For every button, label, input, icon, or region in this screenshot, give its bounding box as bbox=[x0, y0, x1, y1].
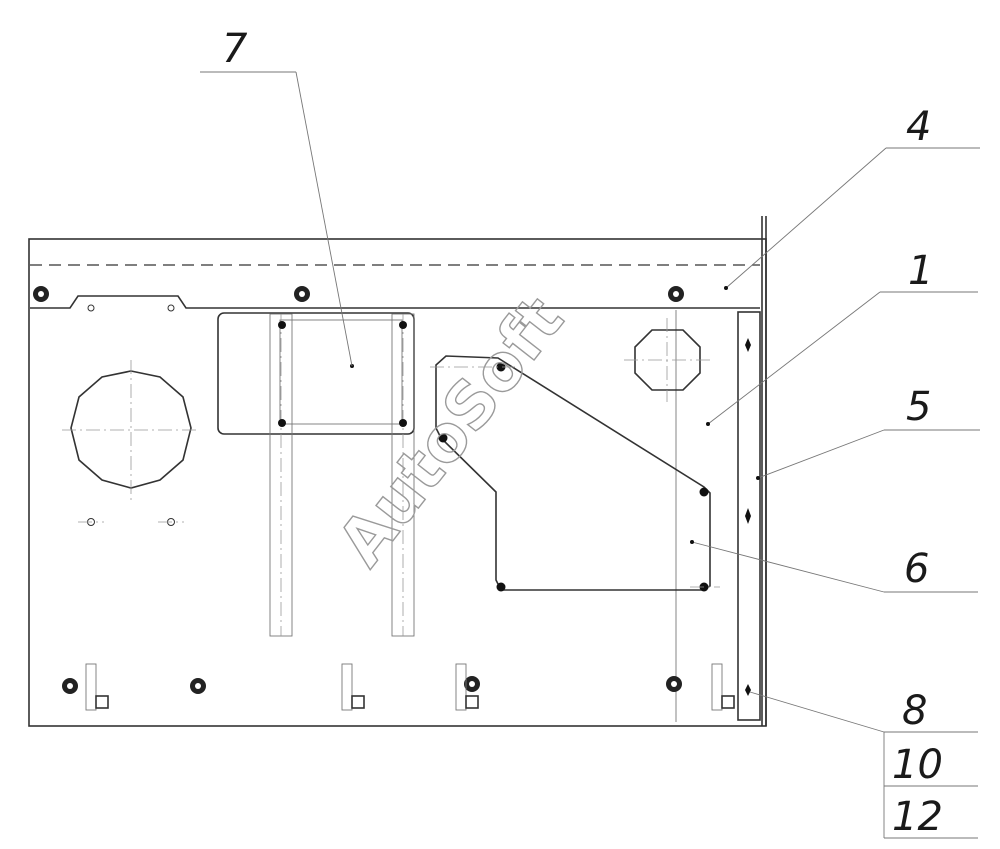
callout-6: 6 bbox=[904, 546, 929, 592]
opening-large bbox=[62, 360, 200, 500]
nut bbox=[190, 678, 206, 694]
cover-plate-part-7 bbox=[217, 312, 415, 637]
nut bbox=[464, 676, 480, 692]
callout-10: 10 bbox=[892, 742, 943, 788]
bracket-hole bbox=[745, 684, 751, 696]
callout-8: 8 bbox=[902, 688, 927, 734]
fasteners bbox=[33, 286, 684, 694]
callout-12: 12 bbox=[892, 794, 943, 840]
bottom-clips bbox=[85, 663, 735, 711]
plate-part-6 bbox=[430, 355, 720, 592]
nut bbox=[33, 286, 49, 302]
nut bbox=[294, 286, 310, 302]
top-strip bbox=[30, 295, 760, 309]
callouts: 7 4 1 5 6 8 10 12 bbox=[200, 26, 980, 840]
callout-7: 7 bbox=[222, 26, 248, 72]
bracket-hole bbox=[745, 508, 751, 524]
panel bbox=[28, 216, 767, 727]
nut bbox=[62, 678, 78, 694]
nut bbox=[666, 676, 682, 692]
watermark: AutoSoft bbox=[324, 284, 578, 580]
nut bbox=[668, 286, 684, 302]
callout-5: 5 bbox=[906, 384, 931, 430]
callout-1: 1 bbox=[908, 248, 933, 294]
bracket-hole bbox=[745, 338, 751, 352]
opening-octagon bbox=[624, 318, 712, 402]
callout-4: 4 bbox=[906, 104, 931, 150]
bracket-part-5 bbox=[737, 311, 761, 721]
